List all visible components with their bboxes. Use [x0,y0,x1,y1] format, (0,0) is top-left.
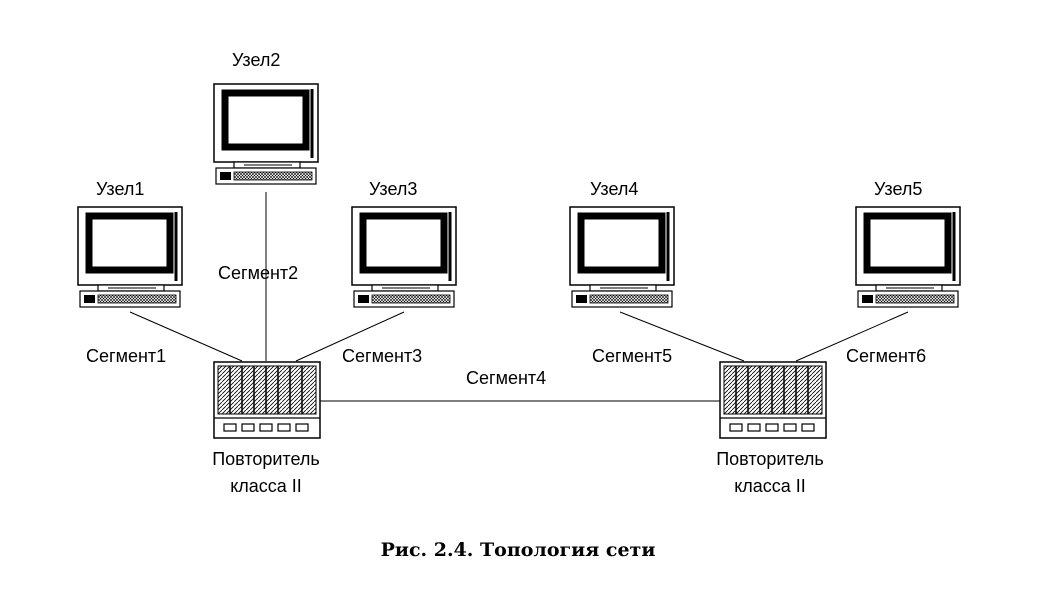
segment1-line [129,311,243,362]
segment1-label: Сегмент1 [86,346,166,366]
segment6-line [795,311,909,362]
segment6-label: Сегмент6 [846,346,926,366]
segment3-label: Сегмент3 [342,346,422,366]
node5-label: Узел5 [874,179,922,199]
repeater1-label-line1: Повторитель [212,449,320,469]
repeater2-icon [719,361,827,439]
figure-caption: Рис. 2.4. Топология сети [381,539,656,561]
repeater2-label-line1: Повторитель [716,449,824,469]
segment5-label: Сегмент5 [592,346,672,366]
node2-computer-icon [214,84,318,184]
node4-computer-icon [570,207,674,307]
connections [129,192,909,402]
segment3-line [295,311,405,362]
node3-label: Узел3 [369,179,417,199]
repeater2-label-line2: класса II [734,476,806,496]
node3-computer-icon [352,207,456,307]
repeater1-label-line2: класса II [230,476,302,496]
repeater1-icon [213,361,321,439]
segment2-label: Сегмент2 [218,263,298,283]
node4-label: Узел4 [590,179,638,199]
segment5-line [619,311,745,362]
node5-computer-icon [856,207,960,307]
node2-label: Узел2 [232,50,280,70]
segment4-label: Сегмент4 [466,368,546,388]
node1-label: Узел1 [96,179,144,199]
node1-computer-icon [78,207,182,307]
